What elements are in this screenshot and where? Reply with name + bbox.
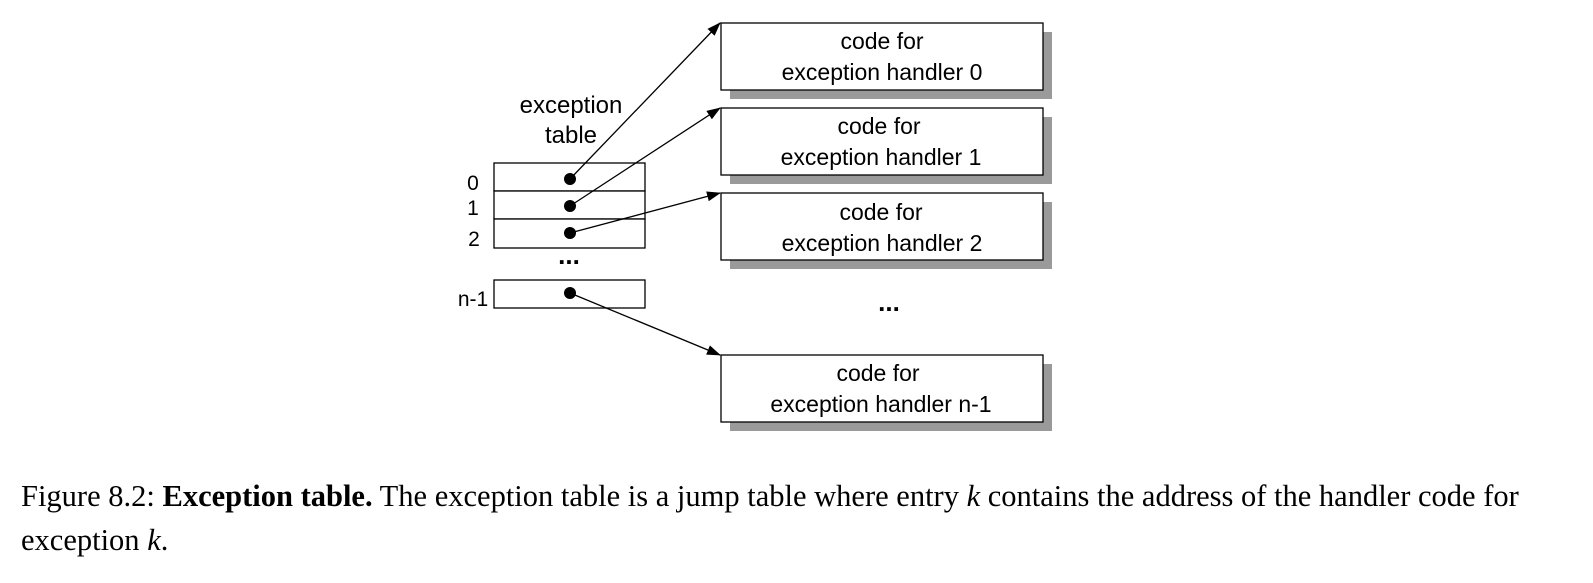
row-index-1: 1 bbox=[467, 197, 479, 220]
pointer-arrow-0 bbox=[569, 22, 721, 180]
pointer-dot-0 bbox=[564, 173, 576, 185]
caption-text-1: The exception table is a jump table wher… bbox=[379, 479, 959, 513]
caption-text-2: contains the address of the handler code… bbox=[21, 479, 1519, 557]
row-index-0: 0 bbox=[467, 172, 479, 195]
caption-end: . bbox=[160, 523, 169, 557]
table-label-line2: table bbox=[545, 122, 597, 149]
pointer-dot-1 bbox=[564, 200, 576, 212]
caption-var-k-2: k bbox=[147, 523, 161, 557]
handler-1-line1: code for bbox=[837, 113, 920, 139]
pointer-dot-n-1 bbox=[564, 287, 576, 299]
caption-number: Figure 8.2: bbox=[21, 479, 155, 513]
pointer-arrow-2 bbox=[569, 191, 721, 234]
handler-0-line2: exception handler 0 bbox=[782, 59, 983, 85]
handler-box-1: code for exception handler 1 bbox=[720, 107, 1052, 184]
handler-2-line1: code for bbox=[839, 199, 922, 225]
handler-box-2: code for exception handler 2 bbox=[720, 192, 1052, 269]
table-ellipsis: ... bbox=[558, 240, 580, 270]
caption-title: Exception table. bbox=[162, 479, 373, 513]
pointer-arrow-n-1 bbox=[569, 292, 721, 356]
handler-1-line2: exception handler 1 bbox=[781, 144, 982, 170]
caption-var-k-1: k bbox=[966, 479, 981, 513]
handler-n-1-line1: code for bbox=[836, 360, 919, 386]
handler-n-1-line2: exception handler n-1 bbox=[770, 391, 991, 417]
exception-table-diagram: exception table 0 1 2 n-1 ... code for e… bbox=[458, 22, 1052, 431]
table-label-line1: exception bbox=[520, 92, 623, 119]
handler-box-0: code for exception handler 0 bbox=[720, 22, 1052, 99]
row-index-2: 2 bbox=[468, 228, 480, 251]
handler-box-n-1: code for exception handler n-1 bbox=[720, 354, 1052, 431]
pointer-arrow-1 bbox=[569, 107, 721, 207]
handler-2-line2: exception handler 2 bbox=[782, 230, 983, 256]
row-index-n-1: n-1 bbox=[458, 288, 488, 311]
figure-caption: Figure 8.2: Exception table. The excepti… bbox=[21, 474, 1566, 562]
handler-ellipsis: ... bbox=[878, 287, 900, 317]
pointer-dot-2 bbox=[564, 227, 576, 239]
handler-0-line1: code for bbox=[840, 28, 923, 54]
